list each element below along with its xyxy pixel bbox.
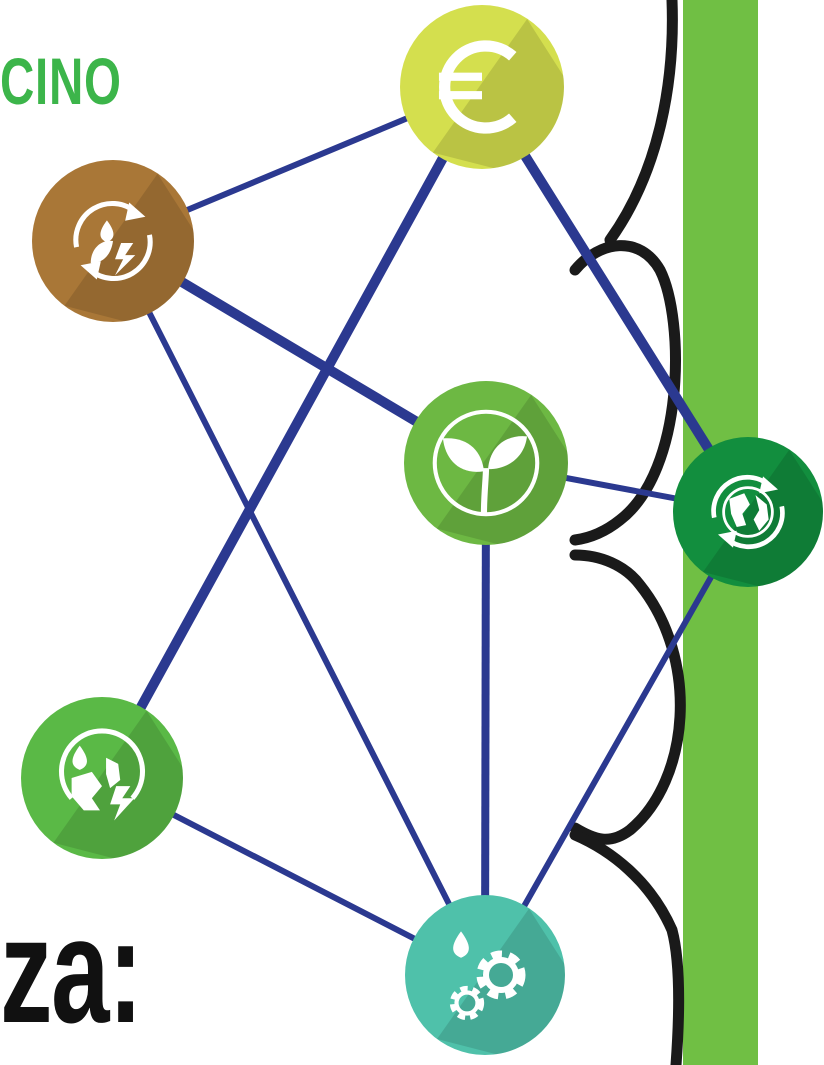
water-energy-cycle-icon [73,200,153,282]
edge-euro-earth-cycle [477,82,753,517]
node-earth-cycle [673,437,823,587]
sprout-icon [432,409,540,517]
title-fragment-bottom: za: [0,886,143,1054]
node-circle [21,697,183,859]
edges-layer [97,82,753,979]
node-water-gears [405,895,565,1055]
node-earth-water-energy [21,697,183,859]
node-water-energy-cycle [32,160,194,322]
node-euro [400,5,564,169]
node-shadow [437,908,565,1055]
edge-euro-earth-water-energy [97,82,487,783]
node-circle [400,5,564,169]
title-fragment-top: CINO [0,44,122,118]
node-sprout [404,381,568,545]
node-shadow [432,18,564,169]
edge-earth-cycle-water-gears [482,509,751,978]
node-shadow [436,394,568,545]
node-circle [673,437,823,587]
earth-water-energy-icon [59,728,145,821]
euro-icon [438,40,517,134]
node-shadow [53,710,183,859]
brace-outline [569,0,686,1065]
edge-sprout-water-gears [481,459,490,979]
earth-cycle-icon [711,474,785,550]
node-circle [404,381,568,545]
water-gears-icon [449,931,526,1021]
edge-water-energy-cycle-water-gears [110,238,488,978]
nodes-layer [21,5,823,1055]
